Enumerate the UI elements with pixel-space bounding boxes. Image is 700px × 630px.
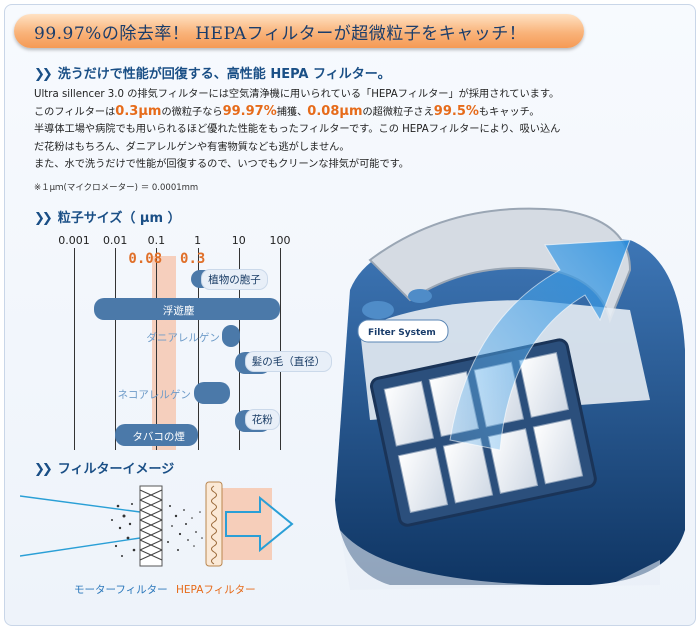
double-chevron-icon: ❯❯: [34, 462, 53, 477]
text-fragment: 捕獲、: [276, 107, 308, 119]
text-fragment: の微粒子なら: [161, 107, 223, 119]
size-gridline: [197, 248, 199, 450]
filter-system-badge: [357, 319, 449, 343]
vacuum-base: [340, 530, 660, 590]
mode-button: [408, 289, 432, 303]
unit-note: ※１μｍ(マイクロメーター) ＝ 0.0001mm: [34, 183, 199, 193]
filter-system-badge-text: Filter System: [368, 328, 436, 338]
description-line-1: Ultra sillencer 3.0 の排気フィルターには空気清浄機に用いられ…: [34, 89, 560, 100]
size-gridline: [280, 248, 281, 450]
particle-label: タバコの煙: [132, 431, 185, 443]
particle-label: ダニアレルゲン: [146, 332, 220, 344]
band-value-label: 0.3: [180, 251, 206, 267]
description-paragraph: Ultra sillencer 3.0 の排気フィルターには空気清浄機に用いられ…: [34, 86, 674, 173]
section-heading-text: フィルターイメージ: [57, 462, 175, 477]
particle-bar: [222, 325, 241, 347]
description-line-3a: 半導体工場や病院でも用いられるほど優れた性能をもったフィルターです。この HEP…: [34, 124, 561, 136]
power-button: [362, 301, 394, 319]
description-line-2: このフィルターは0.3μmの微粒子なら99.97%捕獲、0.08μmの超微粒子さ…: [34, 103, 674, 121]
double-chevron-icon: ❯❯: [34, 67, 53, 82]
particle-label: 花粉: [244, 409, 280, 430]
motor-filter-mesh: [139, 485, 163, 567]
size-tick-label: 0.01: [102, 234, 128, 247]
highlight-value: 0.3μm: [115, 104, 162, 120]
size-tick-label: 0.1: [147, 234, 166, 247]
text-fragment: の超微粒子さえ: [362, 107, 434, 119]
clean-air-arrow: [225, 495, 294, 553]
vacuum-product-illustration: Filter System: [335, 207, 685, 590]
highlight-value: 0.08μm: [307, 104, 363, 120]
size-gridline: [156, 248, 158, 450]
text-fragment: もキャッチ。: [478, 107, 540, 119]
filter-illustration: [20, 481, 294, 567]
section-heading-hepa: ❯❯ 洗うだけで性能が回復する、高性能 HEPA フィルター。: [34, 63, 391, 82]
title-banner: 99.97%の除去率！ HEPAフィルターが超微粒子をキャッチ！: [14, 14, 584, 48]
text-fragment: このフィルターは: [34, 107, 116, 119]
size-tick-label: 1: [194, 234, 202, 247]
highlight-value: 99.97%: [222, 104, 277, 120]
size-tick-label: 100: [269, 234, 291, 247]
particle-bar: [115, 424, 198, 446]
section-heading-text: 粒子サイズ（ μm ）: [57, 211, 181, 226]
section-heading-text: 洗うだけで性能が回復する、高性能 HEPA フィルター。: [57, 67, 391, 82]
exhaust-airflow-arrow: [449, 239, 631, 451]
size-gridline: [238, 248, 240, 450]
size-tick-label: 10: [231, 234, 246, 247]
particle-bar: [193, 382, 230, 404]
size-gridline: [115, 248, 117, 450]
band-value-label: 0.08: [128, 251, 163, 267]
vacuum-handle: [368, 207, 632, 324]
section-heading-filter-image: ❯❯ フィルターイメージ: [34, 458, 174, 477]
motor-filter-label: モーターフィルター: [74, 584, 168, 596]
airflow-lines: [20, 495, 141, 557]
highlight-value: 99.5%: [433, 104, 479, 120]
size-tick-label: 0.001: [58, 234, 90, 247]
double-chevron-icon: ❯❯: [34, 211, 53, 226]
section-heading-particle-size: ❯❯ 粒子サイズ（ μm ）: [34, 207, 181, 226]
particle-label: 浮遊塵: [162, 305, 195, 317]
dust-particles: [111, 503, 203, 557]
particle-bar: [93, 298, 280, 320]
particle-label: ネコアレルゲン: [117, 389, 191, 401]
size-gridline: [74, 248, 75, 450]
particle-label: 植物の胞子: [201, 269, 268, 290]
hepa-filter-pleats: [205, 481, 223, 567]
description-line-4: また、水で洗うだけで性能が回復するので、いつでもクリーンな排気が可能です。: [34, 158, 409, 170]
banner-title: 99.97%の除去率！ HEPAフィルターが超微粒子をキャッチ！: [34, 24, 527, 44]
description-line-3b: だ花粉はもちろん、ダニアレルゲンや有害物質なども逃がしません。: [34, 141, 350, 153]
hepa-filter-label: HEPAフィルター: [176, 584, 256, 596]
particle-label: 髪の毛（直径）: [244, 351, 333, 372]
